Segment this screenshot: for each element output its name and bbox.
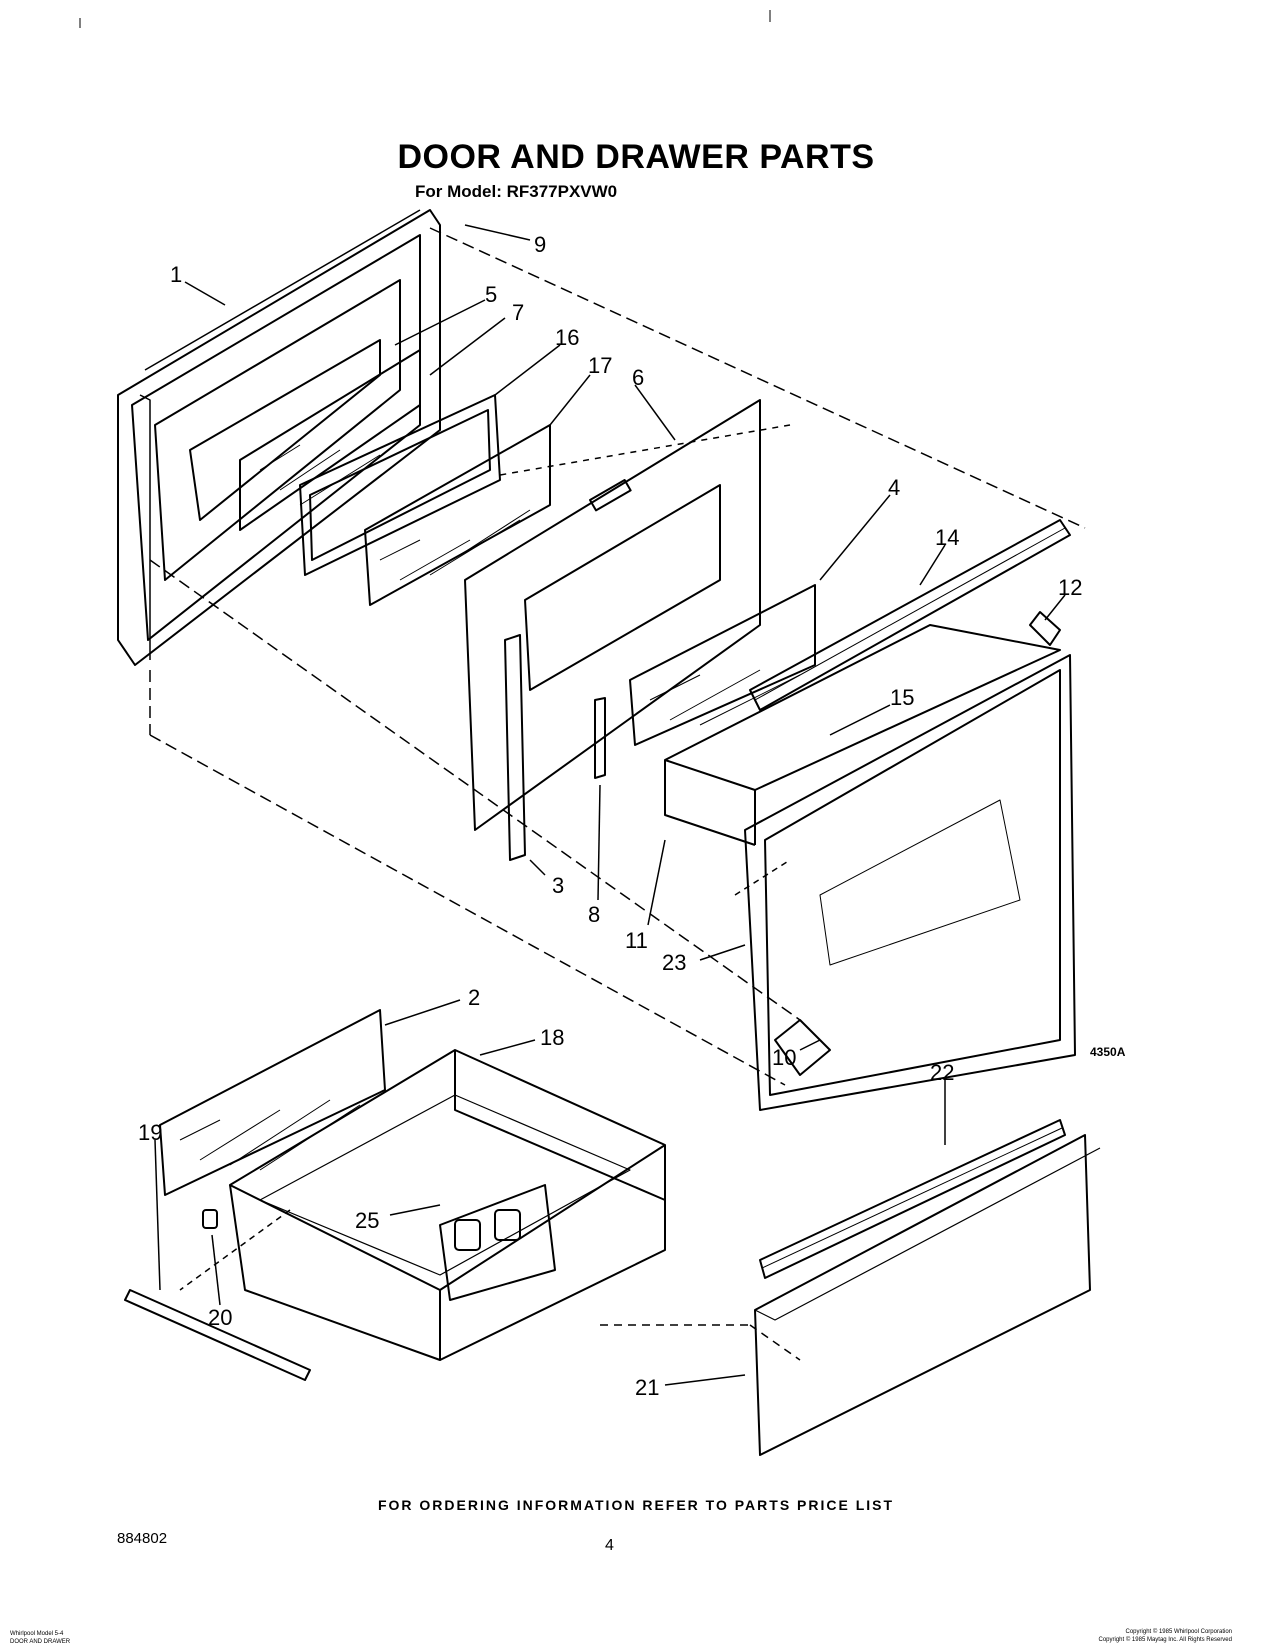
gasket-3	[504, 634, 526, 861]
oven-door-frame	[117, 209, 441, 666]
ordering-note: FOR ORDERING INFORMATION REFER TO PARTS …	[377, 1497, 895, 1513]
inner-glass-17	[364, 424, 551, 606]
hinge-8	[594, 697, 606, 779]
drawer-body-18	[229, 1049, 666, 1361]
door-trim-14	[749, 519, 1071, 711]
glass-frame-16	[299, 394, 501, 576]
callout-4: 4	[888, 475, 900, 500]
fine-print-right: Copyright © 1985 Whirlpool Corporation C…	[1099, 1628, 1233, 1644]
page-number: 4	[605, 1537, 614, 1554]
door-liner-11	[664, 624, 1061, 846]
callout-2: 2	[468, 985, 480, 1010]
roller-20	[202, 1209, 218, 1229]
callout-15: 15	[890, 685, 914, 710]
slide-rail-19	[124, 1289, 311, 1381]
callout-19: 19	[138, 1120, 162, 1145]
callout-12: 12	[1058, 575, 1082, 600]
window-glass-4	[629, 584, 816, 746]
inner-door-panel-6	[464, 399, 761, 831]
callout-17: 17	[588, 353, 612, 378]
callout-5: 5	[485, 282, 497, 307]
model-subtitle: For Model: RF377PXVW0	[415, 182, 618, 201]
callout-1: 1	[170, 262, 182, 287]
callout-22: 22	[930, 1060, 954, 1085]
callout-6: 6	[632, 365, 644, 390]
callout-25: 25	[355, 1208, 379, 1233]
drawer-trim-22	[759, 1119, 1066, 1279]
callout-9: 9	[534, 232, 546, 257]
fine-print-left-line: DOOR AND DRAWER	[10, 1639, 71, 1645]
drawer-bracket-25	[439, 1184, 556, 1301]
drawer-insulation-2	[159, 1009, 386, 1196]
drawer-front-21	[754, 1134, 1101, 1456]
page-title: DOOR AND DRAWER PARTS	[397, 138, 875, 176]
figure-number: 4350A	[1090, 1045, 1126, 1059]
document-number: 884802	[117, 1530, 168, 1547]
callout-14: 14	[935, 525, 959, 550]
fine-print-left-line: Whirlpool Model 5-4	[10, 1631, 64, 1637]
fine-print-right-line: Copyright © 1985 Maytag Inc. All Rights …	[1098, 1637, 1233, 1643]
callout-23: 23	[662, 950, 686, 975]
callout-11: 11	[625, 928, 648, 953]
callout-3: 3	[552, 873, 564, 898]
door-glass-panel-5	[239, 349, 421, 531]
callout-21: 21	[635, 1375, 659, 1400]
callout-18: 18	[540, 1025, 564, 1050]
assembly-lines	[149, 227, 1086, 1361]
callout-16: 16	[555, 325, 579, 350]
callout-7: 7	[512, 300, 524, 325]
callout-20: 20	[208, 1305, 232, 1330]
callout-labels: 1 2 3 4 5 6 7 8 9 10 11 12 14 15 16 17 1…	[138, 232, 1082, 1400]
leader-lines	[154, 224, 1066, 1386]
callout-10: 10	[772, 1045, 796, 1070]
fine-print-left: Whirlpool Model 5-4 DOOR AND DRAWER	[10, 1630, 70, 1646]
fine-print-right-line: Copyright © 1985 Whirlpool Corporation	[1125, 1629, 1232, 1635]
door-handle-12	[1029, 611, 1061, 646]
outer-door-23	[744, 654, 1076, 1111]
callout-8: 8	[588, 902, 600, 927]
